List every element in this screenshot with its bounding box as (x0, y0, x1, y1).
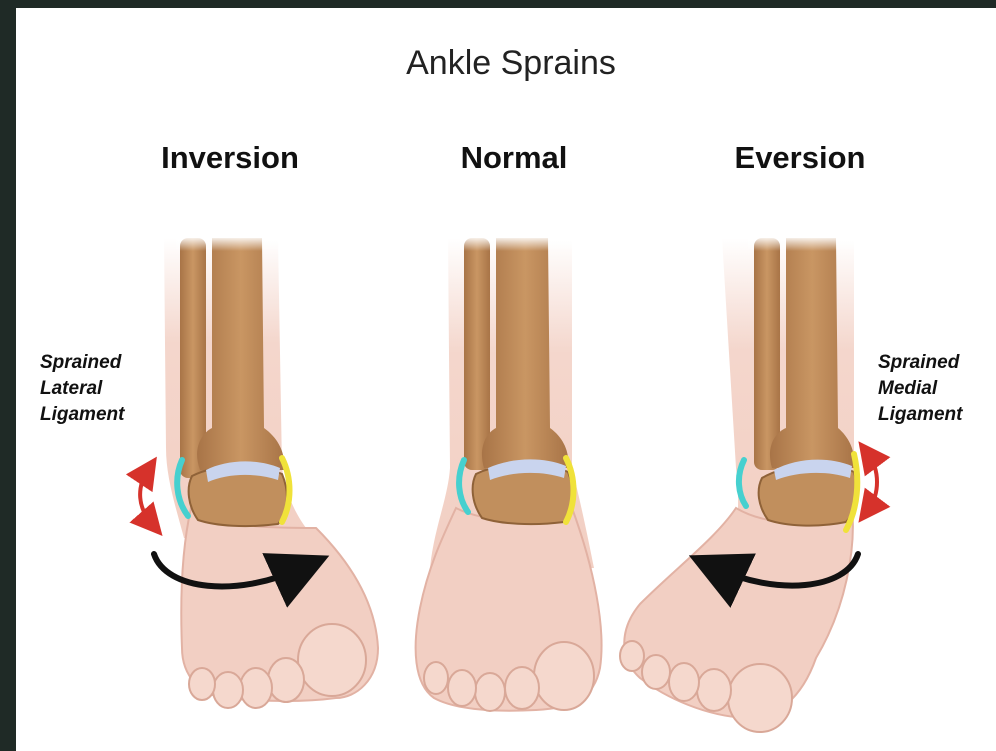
diagram-canvas: Ankle Sprains Inversion Normal Eversion … (16, 8, 996, 751)
ankle-illustrations (16, 8, 996, 751)
normal-ankle (416, 236, 602, 711)
inversion-strain-arrow (140, 470, 152, 524)
eversion-ankle (620, 236, 877, 732)
inversion-ankle (140, 236, 378, 708)
eversion-strain-arrow (868, 454, 877, 510)
